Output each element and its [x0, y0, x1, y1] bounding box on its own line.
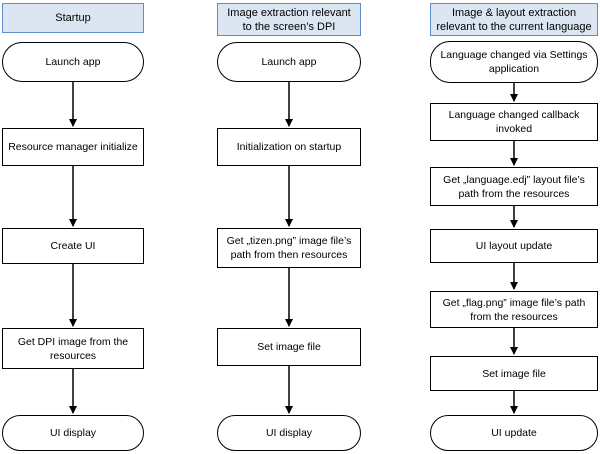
column-header-dpi-extraction: Image extraction relevant to the screen’… — [217, 3, 361, 36]
process-set-image-file-2: Set image file — [430, 356, 598, 391]
process-initialization-on-startup: Initialization on startup — [217, 128, 361, 166]
column-header-startup: Startup — [2, 3, 144, 33]
terminal-language-changed: Language changed via Settings applicatio… — [430, 41, 598, 83]
process-get-dpi-image: Get DPI image from the resources — [2, 328, 144, 369]
terminal-launch-app: Launch app — [2, 42, 144, 82]
process-create-ui: Create UI — [2, 228, 144, 264]
terminal-ui-update: UI update — [430, 415, 598, 451]
process-ui-layout-update: UI layout update — [430, 229, 598, 263]
process-language-changed-callback: Language changed callback invoked — [430, 103, 598, 141]
column-header-language-extraction: Image & layout extraction relevant to th… — [430, 3, 598, 36]
process-get-language-edj: Get „language.edj” layout file’s path fr… — [430, 167, 598, 206]
terminal-ui-display: UI display — [2, 415, 144, 451]
terminal-ui-display-2: UI display — [217, 415, 361, 451]
process-resource-manager-initialize: Resource manager initialize — [2, 128, 144, 166]
process-get-flag-png: Get „flag.png” image file’s path from th… — [430, 291, 598, 328]
terminal-launch-app-2: Launch app — [217, 42, 361, 82]
process-set-image-file: Set image file — [217, 328, 361, 366]
process-get-tizen-png: Get „tizen.png” image file’s path from t… — [217, 228, 361, 268]
